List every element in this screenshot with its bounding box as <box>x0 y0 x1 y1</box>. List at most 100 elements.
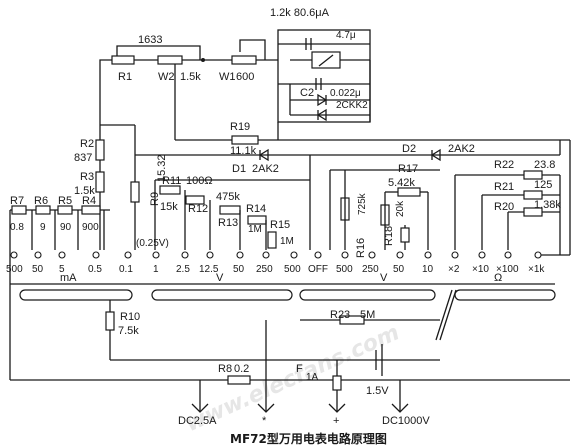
svg-text:1M: 1M <box>280 236 294 247</box>
svg-text:20k: 20k <box>395 200 406 217</box>
potentiometer-w1: W1 600 <box>219 55 257 83</box>
svg-text:DC1000V: DC1000V <box>382 415 430 427</box>
svg-text:15.32: 15.32 <box>156 154 168 182</box>
svg-text:R13: R13 <box>218 217 238 229</box>
meter-movement: 4.7μ C2 0.022μ 2CKK2 <box>278 30 370 122</box>
svg-text:1A: 1A <box>306 372 319 383</box>
range-selector-nodes <box>10 251 542 259</box>
svg-text:Ω: Ω <box>494 272 502 284</box>
meter-spec: 1.2k 80.6μA <box>270 7 330 19</box>
svg-text:R2: R2 <box>80 138 94 150</box>
svg-text:50: 50 <box>32 264 44 275</box>
svg-text:4.7μ: 4.7μ <box>336 30 356 41</box>
svg-text:15k: 15k <box>160 201 178 213</box>
svg-text:R22: R22 <box>494 159 514 171</box>
svg-text:R7: R7 <box>10 195 24 207</box>
resistor-r1: R1 1633 <box>111 34 162 83</box>
svg-text:2CKK2: 2CKK2 <box>336 100 368 111</box>
svg-text:R12: R12 <box>188 203 208 215</box>
svg-text:725k: 725k <box>357 192 368 215</box>
svg-text:V: V <box>380 272 388 284</box>
svg-text:2AK2: 2AK2 <box>448 143 475 155</box>
svg-text:2.5: 2.5 <box>176 264 190 275</box>
svg-text:1.5V: 1.5V <box>366 385 389 397</box>
svg-text:R14: R14 <box>246 203 266 215</box>
svg-text:0.022μ: 0.022μ <box>330 88 361 99</box>
svg-text:R5: R5 <box>58 195 72 207</box>
svg-text:mA: mA <box>60 272 77 284</box>
svg-text:0.5: 0.5 <box>88 264 102 275</box>
figure-caption: MF72型万用电表电路原理图 <box>230 431 387 446</box>
resistor-r19: R19 11.1k <box>230 121 259 157</box>
svg-text:900: 900 <box>82 222 99 233</box>
svg-text:500: 500 <box>336 264 353 275</box>
svg-text:2AK2: 2AK2 <box>252 163 279 175</box>
diode-d1: D1 2AK2 <box>135 148 325 175</box>
svg-text:1.5k: 1.5k <box>74 185 95 197</box>
svg-text:DC2.5A: DC2.5A <box>178 415 217 427</box>
svg-text:5M: 5M <box>360 309 375 321</box>
svg-text:R19: R19 <box>230 121 250 133</box>
svg-text:0.1: 0.1 <box>119 264 133 275</box>
svg-text:5: 5 <box>59 264 65 275</box>
svg-text:600: 600 <box>236 71 254 83</box>
svg-text:0.8: 0.8 <box>10 222 24 233</box>
svg-text:R23: R23 <box>330 309 350 321</box>
svg-text:R11: R11 <box>162 175 181 187</box>
bottom-wiring: R10 7.5k R23 5M 1.5V R8 0.2 F 1A <box>10 300 570 412</box>
svg-text:100Ω: 100Ω <box>186 175 213 187</box>
svg-text:R1: R1 <box>118 71 132 83</box>
svg-text:R6: R6 <box>34 195 48 207</box>
svg-text:D2: D2 <box>402 143 416 155</box>
svg-text:1633: 1633 <box>138 34 162 46</box>
svg-text:C2: C2 <box>300 87 314 99</box>
svg-text:125: 125 <box>534 179 552 191</box>
svg-text:23.8: 23.8 <box>534 159 555 171</box>
diode-d2: D2 2AK2 <box>325 140 561 162</box>
svg-text:R3: R3 <box>80 171 94 183</box>
svg-text:0.2: 0.2 <box>234 363 249 375</box>
dcv-resistors: R11 15k 100Ω R12 475k R13 R14 1M R15 1M <box>154 155 311 250</box>
svg-text:7.5k: 7.5k <box>118 325 139 337</box>
svg-text:50: 50 <box>393 264 405 275</box>
svg-text:R4: R4 <box>82 195 96 207</box>
svg-text:+: + <box>333 415 339 427</box>
svg-text:R20: R20 <box>494 201 514 213</box>
svg-text:W2: W2 <box>158 71 175 83</box>
svg-text:1: 1 <box>153 264 159 275</box>
ohm-resistors: R22 23.8 R21 125 R20 1.38k <box>454 159 570 256</box>
svg-text:10: 10 <box>422 264 434 275</box>
potentiometer-w2: W2 1.5k <box>157 55 201 83</box>
svg-text:9: 9 <box>40 222 46 233</box>
svg-text:50: 50 <box>233 264 245 275</box>
svg-text:W1: W1 <box>219 71 236 83</box>
shunt-row: R7 0.8 R6 9 R5 90 R4 900 <box>9 195 110 380</box>
svg-text:×1k: ×1k <box>528 264 545 275</box>
svg-text:90: 90 <box>60 222 72 233</box>
svg-text:500: 500 <box>284 264 301 275</box>
junction-dot <box>201 58 205 62</box>
svg-text:×100: ×100 <box>496 264 519 275</box>
svg-text:*: * <box>262 415 267 427</box>
svg-text:1.38k: 1.38k <box>534 199 561 211</box>
svg-text:R8: R8 <box>218 363 232 375</box>
svg-text:F: F <box>296 363 303 375</box>
svg-text:R17: R17 <box>398 163 418 175</box>
svg-text:1.5k: 1.5k <box>180 71 201 83</box>
svg-text:475k: 475k <box>216 191 240 203</box>
svg-text:×2: ×2 <box>448 264 460 275</box>
svg-text:12.5: 12.5 <box>199 264 219 275</box>
acv-resistors: R16 725k R18 20k R17 5.42k <box>329 163 440 258</box>
svg-text:5.42k: 5.42k <box>388 177 415 189</box>
svg-text:R15: R15 <box>270 219 290 231</box>
selector-bars: mA V V Ω <box>10 272 556 341</box>
svg-text:1M: 1M <box>248 224 262 235</box>
svg-text:R16: R16 <box>355 238 367 258</box>
svg-text:R10: R10 <box>120 311 140 323</box>
svg-text:OFF: OFF <box>308 264 328 275</box>
svg-text:V: V <box>216 272 224 284</box>
svg-text:R21: R21 <box>494 181 514 193</box>
svg-text:D1: D1 <box>232 163 246 175</box>
inner-voltage-label: (0.25V) <box>136 238 169 249</box>
